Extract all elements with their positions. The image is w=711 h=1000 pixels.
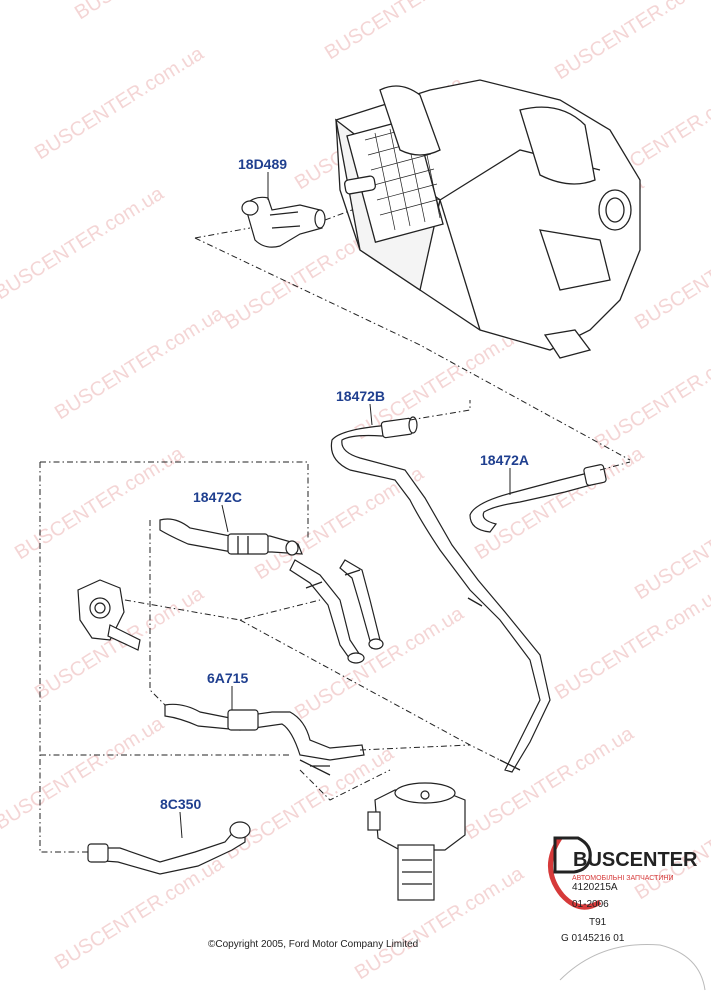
connector-tubes-drawing bbox=[289, 559, 384, 664]
hose-18472b-drawing bbox=[330, 416, 551, 773]
watermark-text: BUSCENTER.com.ua bbox=[631, 482, 711, 604]
watermark-text: BUSCENTER.com.ua bbox=[11, 442, 188, 564]
label-leaders bbox=[179, 172, 511, 839]
watermark-text: BUSCENTER.com.ua bbox=[31, 42, 208, 164]
ref-code-2: 01-2006 bbox=[572, 899, 609, 910]
watermark-text: BUSCENTER.com.ua bbox=[51, 852, 228, 974]
part-label-18472b: 18472B bbox=[336, 388, 385, 404]
hose-8c350-drawing bbox=[87, 821, 251, 875]
part-label-18472a: 18472A bbox=[480, 452, 529, 468]
ref-code-1: 4120215A bbox=[572, 882, 618, 893]
ref-code-3: T91 bbox=[589, 917, 607, 928]
watermark-text: BUSCENTER.com.ua bbox=[51, 302, 228, 424]
watermark-text: BUSCENTER.com.ua bbox=[551, 582, 711, 704]
watermark-text: BUSCENTER.com.ua bbox=[0, 182, 168, 304]
watermark-text: BUSCENTER.com.ua bbox=[71, 0, 248, 24]
thermostat-housing-drawing bbox=[77, 579, 141, 651]
part-label-18472c: 18472C bbox=[193, 489, 242, 505]
copyright-text: ©Copyright 2005, Ford Motor Company Limi… bbox=[208, 939, 418, 950]
watermark-text: BUSCENTER.com.ua bbox=[551, 0, 711, 84]
buscenter-logo: BUSCENTER АВТОМОБІЛЬНІ ЗАПЧАСТИНИ bbox=[548, 836, 698, 910]
watermark-text: BUSCENTER.com.ua bbox=[351, 862, 528, 984]
logo-name: BUSCENTER bbox=[573, 849, 698, 871]
watermark-text: BUSCENTER.com.ua bbox=[631, 782, 711, 904]
watermark-text: BUSCENTER.com.ua bbox=[321, 0, 498, 64]
hose-6a715-drawing bbox=[164, 703, 365, 776]
watermark-text: BUSCENTER.com.ua bbox=[461, 722, 638, 844]
part-label-8c350: 8C350 bbox=[160, 796, 201, 812]
part-label-18d489: 18D489 bbox=[238, 156, 287, 172]
heater-unit-drawing bbox=[335, 79, 641, 359]
watermark-text: BUSCENTER.com.ua bbox=[221, 742, 398, 864]
car-silhouette bbox=[559, 943, 706, 991]
ref-code-4: G 0145216 01 bbox=[561, 933, 625, 944]
hose-18472c-drawing bbox=[159, 518, 303, 556]
connection-lines bbox=[39, 209, 631, 853]
part-label-6a715: 6A715 bbox=[207, 670, 248, 686]
watermark-text: BUSCENTER.com.ua bbox=[631, 212, 711, 334]
logo-tagline: АВТОМОБІЛЬНІ ЗАПЧАСТИНИ bbox=[572, 875, 673, 882]
watermark-text: BUSCENTER.com.ua bbox=[0, 712, 168, 834]
oil-cooler-drawing bbox=[367, 782, 466, 901]
valve-drawing bbox=[241, 196, 326, 248]
watermark-text: BUSCENTER.com.ua bbox=[591, 332, 711, 454]
watermark-text: BUSCENTER.com.ua bbox=[291, 602, 468, 724]
